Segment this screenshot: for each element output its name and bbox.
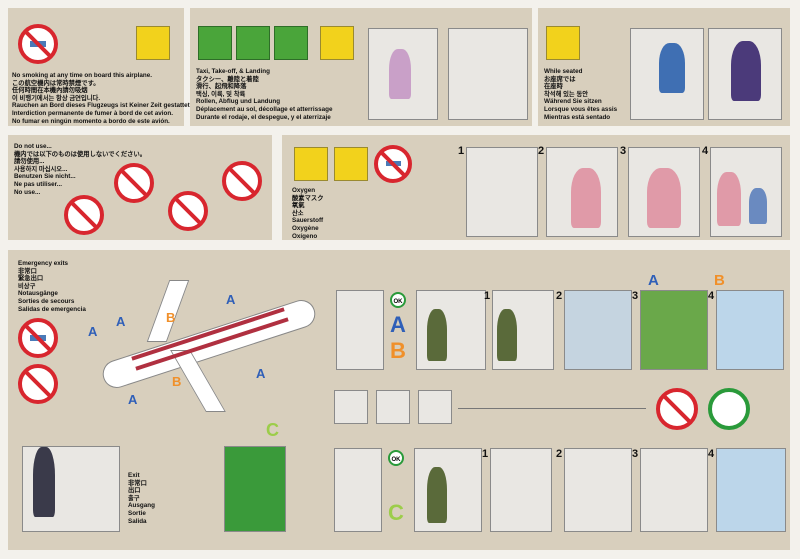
divider <box>458 408 646 409</box>
step-number: 3 <box>632 448 639 460</box>
no-baggage-exit-icon <box>334 390 368 424</box>
step-number: 1 <box>458 145 465 157</box>
airplane-exit-map: A A A A A B B <box>88 270 328 412</box>
oxygen-step-2-illustration <box>546 147 618 237</box>
door-c-location-illustration <box>224 446 286 532</box>
door-c-step-3-illustration <box>640 448 708 532</box>
step-number: 2 <box>538 145 545 157</box>
door-c-step-2-illustration <box>564 448 632 532</box>
seatbelt-icon <box>546 26 580 60</box>
seated-passenger-illustration <box>708 28 782 120</box>
electronic-devices-panel: Do not use...機内では以下のものは使用しないでください。請勿使用..… <box>8 135 272 240</box>
door-ab-step-0-illustration <box>416 290 486 370</box>
step-number: 4 <box>708 448 715 460</box>
door-ab-view-illustration <box>336 290 384 370</box>
seatbelt-icon <box>320 26 354 60</box>
door-label-b: B <box>714 272 725 289</box>
no-sitting-slide-icon <box>656 388 698 430</box>
door-ab-step-3-illustration <box>640 290 708 370</box>
no-mobile-phone-icon <box>64 195 104 235</box>
no-smoking-icon <box>18 318 58 358</box>
jump-slide-icon <box>708 388 750 430</box>
step-number: 4 <box>702 145 709 157</box>
no-sharp-objects-icon <box>418 390 452 424</box>
door-label-b: B <box>172 374 182 389</box>
step-number: 4 <box>708 290 715 302</box>
landing-icon <box>274 26 308 60</box>
door-label-a: A <box>116 314 126 329</box>
door-label-b: B <box>390 338 406 363</box>
door-c-step-4-illustration <box>716 448 786 532</box>
door-label-a: A <box>648 272 659 289</box>
fasten-seatbelt-illustration <box>630 28 704 120</box>
no-remote-control-toy-icon <box>168 191 208 231</box>
door-c-view-illustration <box>334 448 382 532</box>
exit-seat-illustration <box>22 446 120 532</box>
taxi-icon <box>198 26 232 60</box>
door-c-step-1-illustration <box>490 448 552 532</box>
door-label-c: C <box>266 420 279 440</box>
step-number: 1 <box>482 448 489 460</box>
no-smoking-icon <box>18 24 58 64</box>
door-label-a: A <box>88 324 98 339</box>
no-tv-icon <box>222 161 262 201</box>
door-c-step-0-illustration <box>414 448 482 532</box>
oxygen-mask-icon <box>294 147 328 181</box>
no-smoking-text: No smoking at any time on board this air… <box>12 72 192 125</box>
no-high-heels-icon <box>376 390 410 424</box>
step-number: 3 <box>620 145 627 157</box>
door-label-a: A <box>390 312 406 337</box>
door-ab-step-2-illustration <box>564 290 632 370</box>
step-number: 2 <box>556 448 563 460</box>
oxygen-step-4-illustration <box>710 147 782 237</box>
upright-seat-illustration <box>368 28 438 120</box>
oxygen-step-3-illustration <box>628 147 700 237</box>
ok-badge: OK <box>390 292 406 308</box>
tray-table-illustration <box>448 28 528 120</box>
ok-badge: OK <box>388 450 404 466</box>
door-ab-step-1-illustration <box>492 290 554 370</box>
no-baggage-icon <box>18 364 58 404</box>
no-smoking-icon <box>374 145 412 183</box>
oxygen-step-1-illustration <box>466 147 538 237</box>
door-label-a: A <box>256 366 266 381</box>
lavatory-smoke-detector-icon <box>136 26 170 60</box>
door-label-c: C <box>388 500 404 525</box>
door-ab-step-4-illustration <box>716 290 784 370</box>
devices-text: Do not use...機内では以下のものは使用しないでください。請勿使用..… <box>14 143 147 196</box>
door-label-b: B <box>166 310 176 325</box>
takeoff-icon <box>236 26 270 60</box>
seatbelt-icon <box>334 147 368 181</box>
door-label-a: A <box>226 292 236 307</box>
door-label-a: A <box>128 392 138 407</box>
step-number: 1 <box>484 290 491 302</box>
no-cd-player-icon <box>114 163 154 203</box>
step-number: 2 <box>556 290 563 302</box>
step-number: 3 <box>632 290 639 302</box>
no-smoking-panel: No smoking at any time on board this air… <box>8 8 192 126</box>
